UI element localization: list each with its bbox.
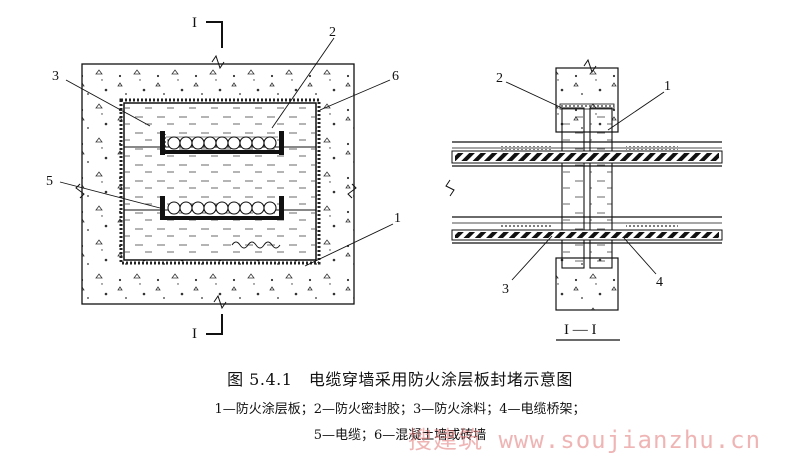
section-marker-bottom: I: [192, 314, 223, 342]
section-board-right: [589, 107, 613, 269]
label-5-left: 5: [46, 174, 53, 189]
wall-break-marks: [75, 54, 357, 310]
label-1-right: 1: [664, 79, 671, 94]
section-mark-top: I: [192, 15, 197, 31]
legend-line-2: 5—电缆；6—混凝土墙或砖墙: [313, 428, 487, 443]
cable-tray-lower: [160, 196, 284, 220]
legend-line-1: 1—防火涂层板；2—防火密封胶；3—防火涂料；4—电缆桥架；: [214, 402, 586, 417]
cables-upper: [167, 136, 277, 150]
section-view: 2 1 3 4 I — I: [445, 58, 723, 341]
label-1-left: 1: [394, 211, 401, 226]
section-tray-upper: [451, 141, 723, 167]
section-mark-bottom: I: [192, 326, 197, 342]
figure-title: 图 5.4.1 电缆穿墙采用防火涂层板封堵示意图: [227, 370, 573, 389]
sealant-squiggle: [231, 241, 281, 249]
cables-lower: [167, 201, 277, 215]
elevation-view: I I 2 3 6 5 1: [46, 15, 401, 342]
label-2-right: 2: [496, 71, 503, 86]
cable-tray-upper: [160, 131, 284, 155]
label-6-left: 6: [392, 69, 399, 84]
fire-coating-edge: [119, 98, 321, 265]
label-4-right: 4: [656, 275, 663, 290]
watermark: 搜建筑 www.soujianzhu.cn: [408, 426, 762, 454]
label-3-right: 3: [502, 282, 509, 297]
label-2-left: 2: [329, 25, 336, 40]
section-tray-lower: [451, 216, 723, 244]
section-board-left: [561, 107, 585, 269]
label-3-left: 3: [52, 69, 59, 84]
section-title: I — I: [564, 322, 597, 338]
section-marker-top: I: [192, 15, 223, 48]
